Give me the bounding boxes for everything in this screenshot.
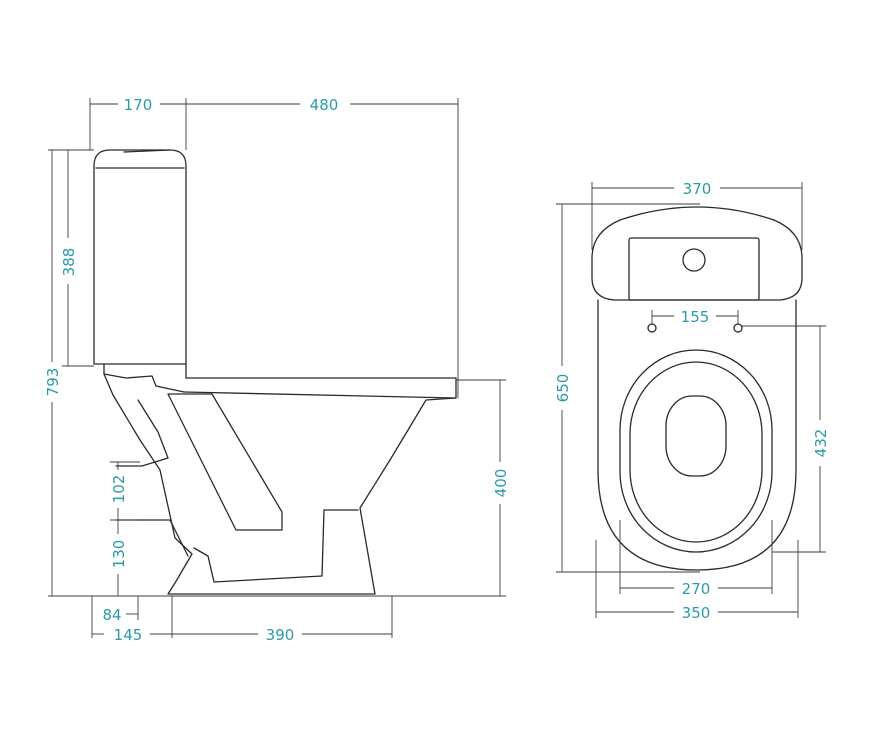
side-dimensions: 170 480 388 793 400 102 130 84 bbox=[44, 96, 510, 644]
side-view bbox=[48, 149, 506, 597]
dim-base-length: 390 bbox=[266, 626, 295, 644]
fixing-hole-left-icon bbox=[647, 323, 657, 333]
dim-seat-length: 432 bbox=[812, 429, 830, 458]
top-bowl-outline bbox=[597, 299, 797, 571]
dim-bowl-width: 350 bbox=[682, 604, 711, 622]
dim-overall-length: 650 bbox=[554, 374, 572, 403]
fixing-hole-right-icon bbox=[733, 323, 743, 333]
top-view bbox=[591, 206, 803, 571]
dim-tank-height: 388 bbox=[60, 248, 78, 277]
dim-fixing-centres: 155 bbox=[681, 308, 710, 326]
side-cistern-connector bbox=[103, 363, 187, 393]
top-seat-outer bbox=[619, 349, 773, 553]
dim-outlet-setback: 145 bbox=[114, 626, 143, 644]
dim-seat-width: 270 bbox=[682, 580, 711, 598]
dim-overall-height: 793 bbox=[44, 368, 62, 397]
side-waste-horn bbox=[115, 399, 169, 467]
dim-tank-width: 370 bbox=[683, 180, 712, 198]
side-cistern-lid-cap bbox=[123, 149, 171, 153]
dim-overall-depth: 480 bbox=[310, 96, 339, 114]
side-trapway-inner bbox=[167, 393, 283, 531]
top-dimensions: 370 650 155 432 270 350 bbox=[554, 180, 830, 622]
side-bowl-rim bbox=[183, 391, 457, 399]
dim-tank-depth: 170 bbox=[124, 96, 153, 114]
side-cistern-outline bbox=[93, 149, 187, 365]
side-trap-bowl bbox=[193, 509, 359, 583]
flush-button-icon bbox=[682, 248, 706, 272]
top-cistern-outline bbox=[591, 206, 803, 301]
top-seat-inner bbox=[629, 361, 763, 543]
side-bowl-outer bbox=[103, 373, 457, 595]
top-bowl-opening bbox=[665, 395, 727, 477]
dim-outlet-offset: 84 bbox=[102, 606, 121, 624]
dim-outlet-upper: 102 bbox=[110, 475, 128, 504]
dim-outlet-lower: 130 bbox=[110, 540, 128, 569]
top-cistern-lid-panel bbox=[628, 237, 760, 301]
dim-seat-height: 400 bbox=[492, 469, 510, 498]
